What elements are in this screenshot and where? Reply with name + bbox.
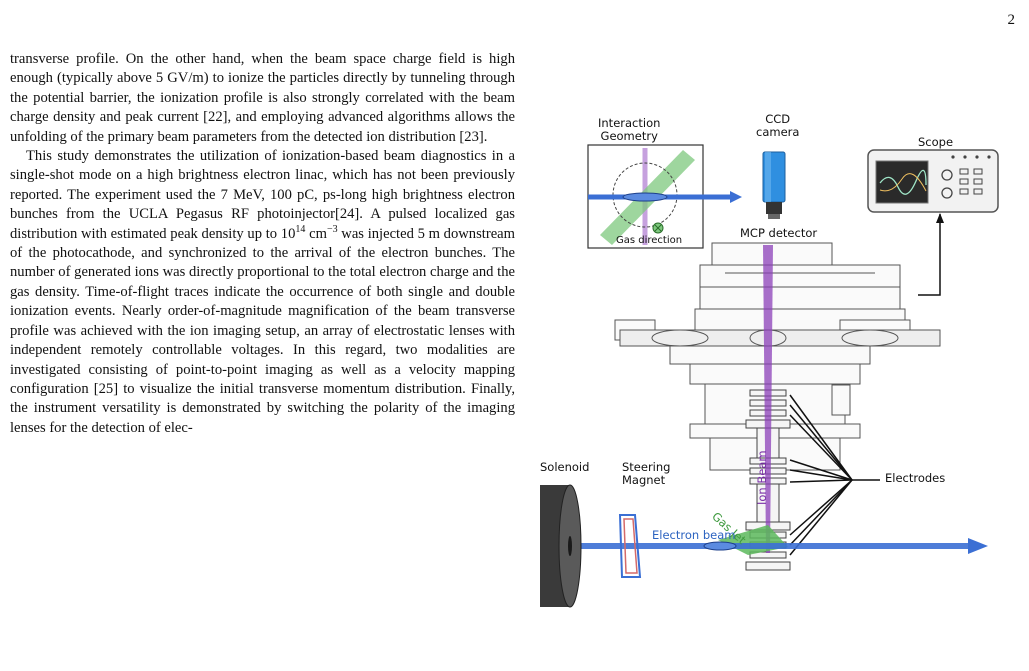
paragraph-2: This study demonstrates the utilization … [10, 148, 515, 436]
electron-beam-arrow [968, 538, 988, 554]
page-number: 2 [1007, 12, 1016, 28]
setup-diagram [540, 144, 999, 608]
scope-label: Scope [918, 135, 954, 149]
ion-beam-label: Ion Beam [755, 450, 769, 505]
paragraph-1: transverse profile. On the other hand, w… [10, 51, 515, 145]
steering-magnet [618, 514, 642, 578]
experimental-setup-figure: Interaction Geometry Gas direction CCD c… [540, 95, 1010, 655]
gas-direction-label: Gas direction [616, 235, 683, 246]
solenoid-label: Solenoid [540, 460, 590, 474]
interaction-geometry-inset [587, 144, 742, 249]
interaction-geometry-label: Interaction Geometry [598, 116, 661, 143]
steering-magnet-label: Steering Magnet [622, 460, 671, 487]
electrode-arrows [789, 394, 880, 556]
electron-beam-label: Electron beam [652, 528, 736, 542]
solenoid [540, 484, 582, 608]
electron-bunch [703, 541, 737, 551]
oscilloscope [867, 149, 999, 213]
body-text-column: transverse profile. On the other hand, w… [10, 50, 515, 438]
scope-cable [918, 214, 941, 296]
electrodes-label: Electrodes [885, 471, 946, 485]
mcp-detector-label: MCP detector [740, 226, 818, 240]
ccd-camera-label: CCD camera [756, 112, 800, 139]
ccd-camera [762, 151, 786, 219]
ion-beam [763, 245, 773, 553]
